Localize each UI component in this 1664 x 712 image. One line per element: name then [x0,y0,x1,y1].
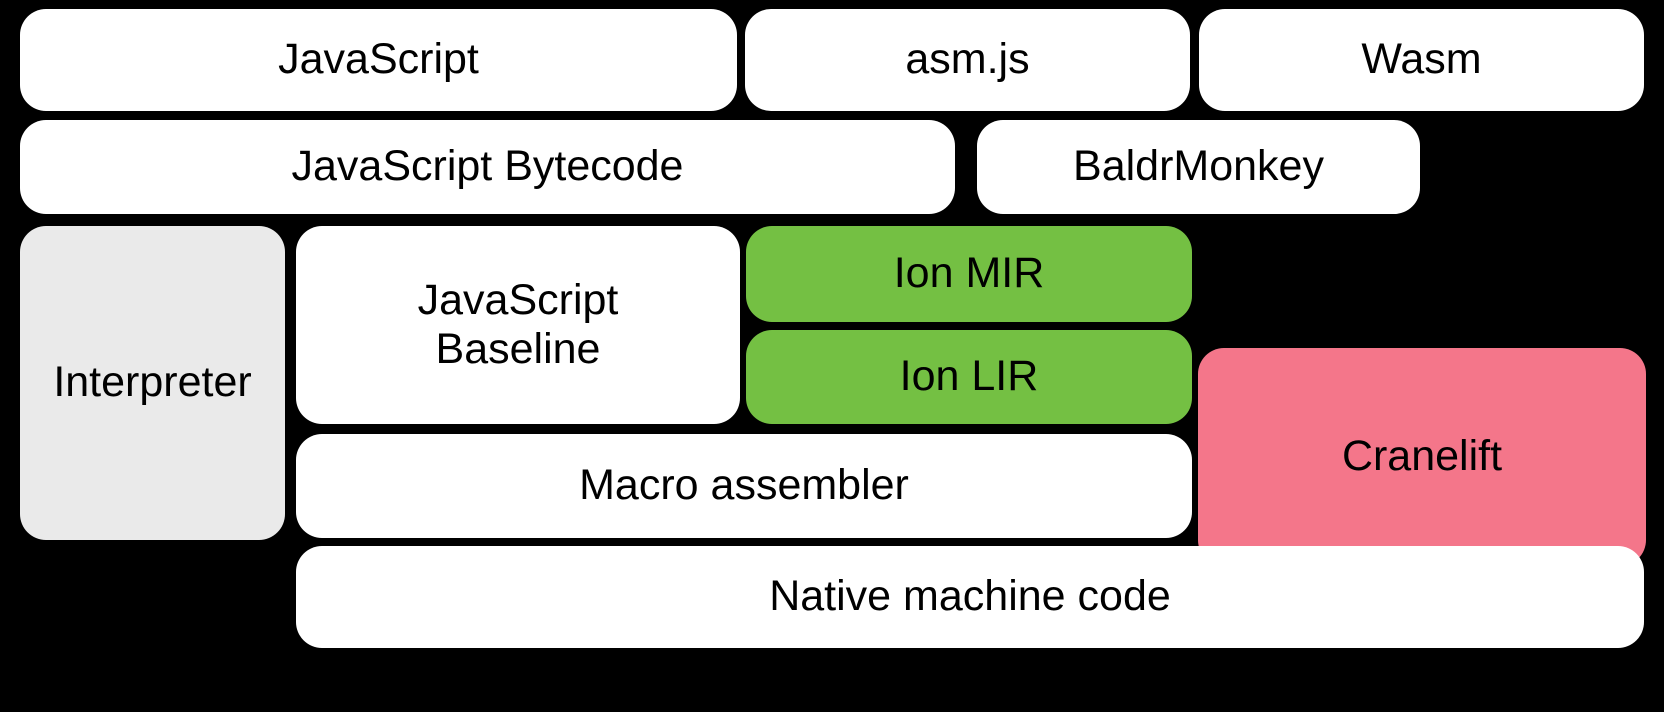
node-wasm[interactable]: Wasm [1199,9,1644,111]
node-label-native-machine-code: Native machine code [769,572,1171,621]
node-ion-mir[interactable]: Ion MIR [746,226,1192,322]
node-javascript-bytecode[interactable]: JavaScript Bytecode [20,120,955,214]
node-label-cranelift: Cranelift [1341,432,1503,481]
node-label-ion-mir: Ion MIR [893,249,1045,298]
node-label-javascript-bytecode: JavaScript Bytecode [291,142,684,191]
node-label-macro-assembler: Macro assembler [579,461,909,510]
node-label-interpreter: Interpreter [53,358,252,407]
node-ion-lir[interactable]: Ion LIR [746,330,1192,424]
node-macro-assembler[interactable]: Macro assembler [296,434,1192,538]
node-baldrmonkey[interactable]: BaldrMonkey [977,120,1420,214]
node-label-wasm: Wasm [1361,35,1482,84]
node-label-ion-lir: Ion LIR [899,352,1039,401]
node-label-javascript: JavaScript [278,35,479,84]
node-cranelift[interactable]: Cranelift [1198,348,1646,566]
node-label-javascript-baseline: JavaScript Baseline [417,275,619,373]
node-label-asm-js: asm.js [905,35,1030,84]
node-javascript-baseline[interactable]: JavaScript Baseline [296,226,740,424]
node-asm-js[interactable]: asm.js [745,9,1190,111]
node-javascript[interactable]: JavaScript [20,9,737,111]
node-interpreter[interactable]: Interpreter [20,226,285,540]
node-native-machine-code[interactable]: Native machine code [296,546,1644,648]
node-label-baldrmonkey: BaldrMonkey [1073,142,1324,191]
